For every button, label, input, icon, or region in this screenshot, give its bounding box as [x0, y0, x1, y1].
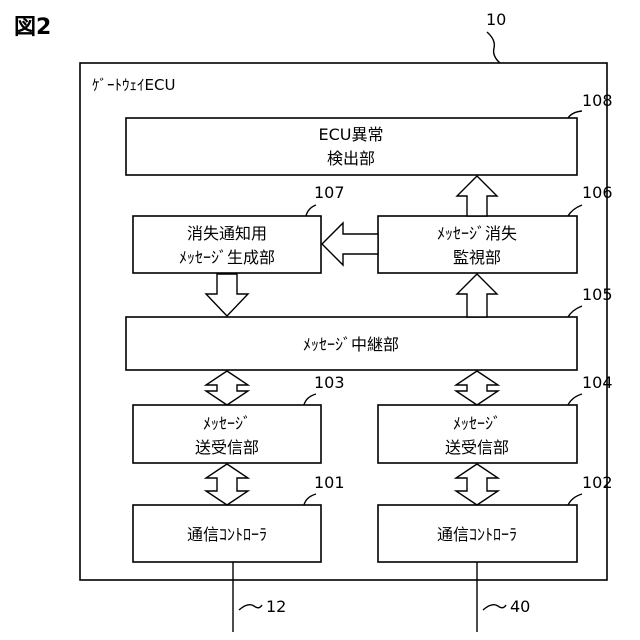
ref-102: 102 — [582, 473, 613, 492]
gateway-ref-leader — [487, 32, 500, 63]
ref-107: 107 — [314, 183, 345, 202]
gateway-ref: 10 — [486, 10, 506, 29]
loss-monitor-line2: 監視部 — [453, 248, 501, 267]
ref-105: 105 — [582, 285, 613, 304]
txrx-right-line2: 送受信部 — [445, 438, 509, 457]
loss-msg-gen-line2: ﾒｯｾｰｼﾞ生成部 — [179, 248, 275, 267]
message-loss-monitor-block: ﾒｯｾｰｼﾞ消失 監視部 — [378, 216, 577, 273]
comm-controller-left-block: 通信ｺﾝﾄﾛｰﾗ — [133, 505, 321, 562]
message-txrx-left-block: ﾒｯｾｰｼﾞ 送受信部 — [133, 405, 321, 463]
ecu-anomaly-line1: ECU異常 — [319, 125, 384, 144]
ref-108: 108 — [582, 91, 613, 110]
message-relay-block: ﾒｯｾｰｼﾞ中継部 — [126, 317, 577, 370]
bus-right-leader — [483, 605, 506, 610]
ref-101: 101 — [314, 473, 345, 492]
ref-103: 103 — [314, 373, 345, 392]
ctrl-left-label: 通信ｺﾝﾄﾛｰﾗ — [187, 525, 267, 544]
loss-message-generator-block: 消失通知用 ﾒｯｾｰｼﾞ生成部 — [133, 216, 321, 273]
comm-controller-right-block: 通信ｺﾝﾄﾛｰﾗ — [378, 505, 577, 562]
ecu-anomaly-detector-block: ECU異常 検出部 — [126, 118, 577, 175]
ecu-anomaly-line2: 検出部 — [327, 149, 375, 168]
ref-104: 104 — [582, 373, 613, 392]
ref-106: 106 — [582, 183, 613, 202]
bus-ref-left: 12 — [266, 597, 286, 616]
ctrl-right-label: 通信ｺﾝﾄﾛｰﾗ — [437, 525, 517, 544]
txrx-right-line1: ﾒｯｾｰｼﾞ — [453, 414, 501, 433]
txrx-left-line2: 送受信部 — [195, 438, 259, 457]
loss-msg-gen-line1: 消失通知用 — [187, 224, 267, 243]
figure-title: 図2 — [14, 15, 51, 40]
message-txrx-right-block: ﾒｯｾｰｼﾞ 送受信部 — [378, 405, 577, 463]
gateway-label: ｹﾞｰﾄｳｪｲECU — [92, 76, 175, 94]
bus-ref-right: 40 — [510, 597, 530, 616]
relay-label: ﾒｯｾｰｼﾞ中継部 — [303, 335, 399, 354]
txrx-left-line1: ﾒｯｾｰｼﾞ — [203, 414, 251, 433]
loss-monitor-line1: ﾒｯｾｰｼﾞ消失 — [437, 224, 517, 243]
bus-left-leader — [239, 605, 262, 610]
